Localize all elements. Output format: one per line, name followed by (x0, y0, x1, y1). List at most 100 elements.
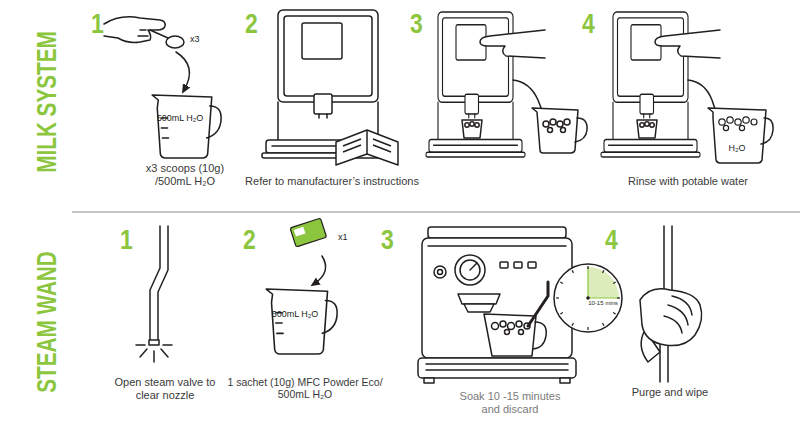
espresso-machine (514, 262, 522, 268)
cleaning-run (564, 119, 570, 125)
espresso-machine (560, 378, 570, 383)
sachet (294, 227, 306, 237)
timer-clock (588, 267, 619, 298)
manual-book (336, 130, 398, 165)
espresso-machine (418, 358, 576, 378)
measuring-jug (152, 95, 212, 158)
rinse-jug (706, 106, 772, 164)
rinse-jug (743, 117, 749, 123)
hand-scoop (166, 36, 184, 48)
cleaning-run (532, 108, 578, 153)
espresso-machine (424, 378, 434, 383)
steam-wand (136, 345, 172, 362)
step-number: 2 (243, 226, 256, 254)
rinse-jug (739, 125, 744, 130)
wipe-hand (664, 296, 692, 333)
espresso-machine (528, 282, 548, 326)
sachet (290, 218, 327, 247)
espresso-machine (458, 294, 500, 304)
timer-clock (587, 327, 588, 330)
rinse-jug (751, 119, 757, 125)
timer-clock (586, 296, 590, 300)
timer-clock (560, 313, 563, 315)
timer-clock (556, 297, 559, 298)
sachet (290, 218, 327, 247)
cleaning-run (470, 122, 474, 126)
hand-scoop (104, 17, 165, 43)
manual-book (343, 130, 391, 154)
step-caption: Open steam valve to clear nozzle (109, 376, 221, 401)
measuring-jug (262, 286, 336, 356)
wipe-hand (640, 226, 702, 382)
step-number: 1 (120, 226, 133, 254)
node-text: 10-15 mins (586, 300, 620, 307)
espresso-machine (484, 314, 536, 356)
measuring-jug (266, 289, 327, 354)
timer-clock (572, 323, 574, 326)
step-caption: Soak 10 -15 minutes and discard (453, 390, 568, 415)
espresso-machine (500, 262, 508, 268)
espresso-machine (516, 321, 522, 327)
measuring-jug: 500mL H₂O (148, 92, 220, 160)
rinse-jug (735, 119, 741, 125)
timer-clock (560, 282, 563, 284)
step-caption: Refer to manufacturer’s instructions (242, 175, 422, 188)
steam-wand (136, 226, 172, 362)
step-number: 3 (410, 10, 423, 38)
timer-clock (603, 323, 605, 326)
measuring-jug: 500mL H₂O (262, 286, 336, 356)
espresso-machine (455, 255, 485, 285)
espresso-machine (460, 260, 480, 280)
rinse-run (637, 120, 657, 138)
rinse-run (655, 30, 720, 58)
step-number: 4 (582, 10, 595, 38)
espresso-machine (426, 364, 568, 370)
cleaning-run (462, 30, 587, 153)
espresso-machine (438, 270, 443, 275)
rinse-run (650, 123, 654, 127)
rinse-run (645, 122, 649, 126)
step-caption: 1 sachet (10g) MFC Powder Eco/ 500mL H₂O (223, 376, 388, 400)
measuring-jug (148, 92, 220, 160)
espresso-machine (500, 321, 506, 327)
step-caption: x3 scoops (10g) /500mL H₂O (135, 162, 235, 187)
wipe-hand (664, 226, 672, 292)
cleaning-run (575, 118, 587, 142)
quantity-label: x3 (190, 34, 200, 44)
hand-scoop (104, 17, 189, 90)
espresso-machine (533, 322, 546, 349)
rinse-jug (708, 108, 766, 163)
rinse-run (640, 123, 644, 127)
node-text: 500mL H₂O (268, 310, 322, 320)
quantity-label: x1 (338, 232, 348, 242)
step-number: 4 (605, 226, 618, 254)
espresso-machine (508, 323, 515, 330)
rinse-jug: H₂O (706, 106, 772, 164)
cleaning-run (465, 123, 469, 127)
cleaning-run (548, 128, 553, 133)
timer-clock (554, 264, 622, 332)
sachet (290, 218, 327, 284)
espresso-machine (428, 245, 566, 247)
step-number: 3 (381, 226, 394, 254)
rinse-run (637, 30, 720, 138)
timer-clock (572, 270, 574, 273)
timer-clock (613, 282, 616, 284)
wipe-hand (640, 289, 702, 346)
rinse-jug (761, 118, 773, 144)
espresso-machine (470, 263, 477, 270)
step-number: 1 (91, 10, 104, 38)
steam-wand (149, 340, 159, 345)
rinse-jug (723, 125, 728, 130)
cleaning-run (550, 119, 556, 125)
rinse-jug (719, 117, 757, 131)
hand-scoop (138, 30, 148, 36)
espresso-machine (492, 323, 499, 330)
hand-scoop (176, 52, 189, 90)
sachet (314, 256, 326, 284)
cleaning-run (543, 121, 549, 127)
timer-clock (552, 262, 624, 334)
espresso-machine (422, 238, 572, 358)
espresso-machine (505, 330, 510, 335)
